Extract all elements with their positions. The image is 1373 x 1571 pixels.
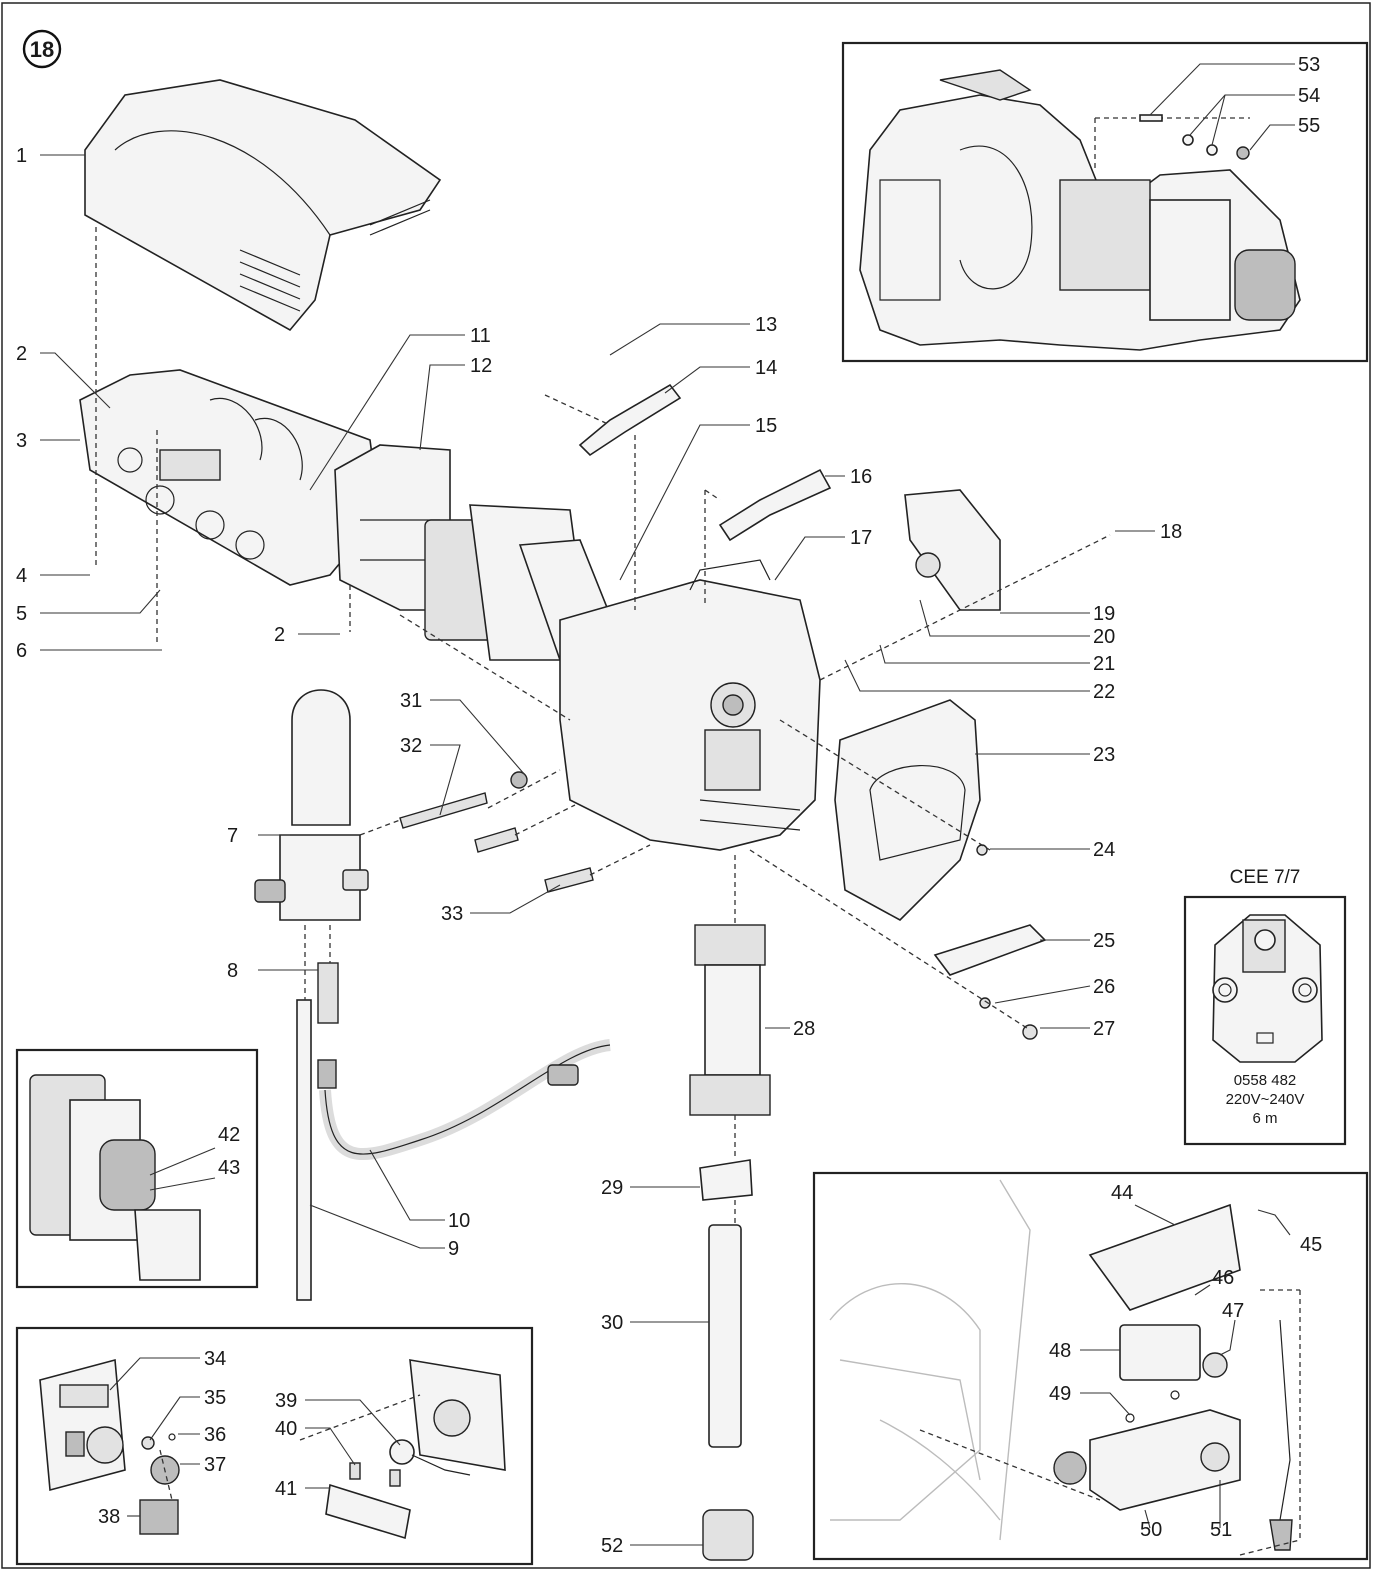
part-label: 3 [16,430,27,452]
part-label: 45 [1300,1234,1322,1256]
part-number-labels: 1 2 3 4 5 6 2 7 8 9 10 11 12 13 14 15 16… [16,54,1322,1557]
part-label: 30 [601,1312,623,1334]
part-label: 41 [275,1478,297,1500]
part-label: 17 [850,527,872,549]
part-label: 40 [275,1418,297,1440]
part-label: 14 [755,357,777,379]
part-label: 38 [98,1506,120,1528]
detail-box-filter [15,1048,259,1289]
part-label: 7 [227,825,238,847]
part-label: 50 [1140,1519,1162,1541]
part-label: 16 [850,466,872,488]
part-label: 4 [16,565,27,587]
part-label: 9 [448,1238,459,1260]
detail-box-control-panel [15,1326,534,1566]
part-label: 36 [204,1424,226,1446]
part-label: 43 [218,1157,240,1179]
part-label: 18 [1160,521,1182,543]
part-label: 55 [1298,115,1320,137]
part-label: 21 [1093,653,1115,675]
plug-box-cee77: CEE 7/7 0558 482 220V~240V 6 m [1183,867,1347,1146]
part-label: 32 [400,735,422,757]
part-label: 37 [204,1454,226,1476]
plug-type-title: CEE 7/7 [1230,867,1301,888]
main-assembly [79,79,1111,1561]
part-label: 19 [1093,603,1115,625]
part-label: 25 [1093,930,1115,952]
part-label: 2 [274,624,285,646]
part-label: 26 [1093,976,1115,998]
part-label: 42 [218,1124,240,1146]
part-label: 15 [755,415,777,437]
part-label: 20 [1093,626,1115,648]
plug-voltage: 220V~240V [1226,1091,1305,1108]
part-label: 8 [227,960,238,982]
part-label: 23 [1093,744,1115,766]
part-label: 22 [1093,681,1115,703]
part-label: 48 [1049,1340,1071,1362]
part-label: 29 [601,1177,623,1199]
part-label: 6 [16,640,27,662]
figure-number-badge: 18 [22,29,62,69]
part-label: 51 [1210,1519,1232,1541]
part-label: 39 [275,1390,297,1412]
part-label: 34 [204,1348,226,1370]
part-label: 33 [441,903,463,925]
part-label: 27 [1093,1018,1115,1040]
part-label: 52 [601,1535,623,1557]
part-label: 28 [793,1018,815,1040]
part-label: 53 [1298,54,1320,76]
leader-lines [40,63,1295,1546]
part-label: 24 [1093,839,1115,861]
part-label: 12 [470,355,492,377]
part-label: 13 [755,314,777,336]
detail-box-electrical [812,1171,1369,1561]
part-label: 49 [1049,1383,1071,1405]
part-label: 1 [16,145,27,167]
part-label: 11 [470,325,491,347]
part-label: 46 [1212,1267,1234,1289]
figure-number: 18 [30,37,54,62]
part-label: 31 [400,690,422,712]
part-label: 54 [1298,85,1320,107]
part-label: 47 [1222,1300,1244,1322]
part-label: 2 [16,343,27,365]
plug-cable-length: 6 m [1252,1110,1277,1127]
part-label: 5 [16,603,27,625]
part-label: 10 [448,1210,470,1232]
part-label: 35 [204,1387,226,1409]
detail-box-motor-top-right [841,41,1369,363]
plug-part-number: 0558 482 [1234,1072,1297,1089]
part-label: 44 [1111,1182,1133,1204]
